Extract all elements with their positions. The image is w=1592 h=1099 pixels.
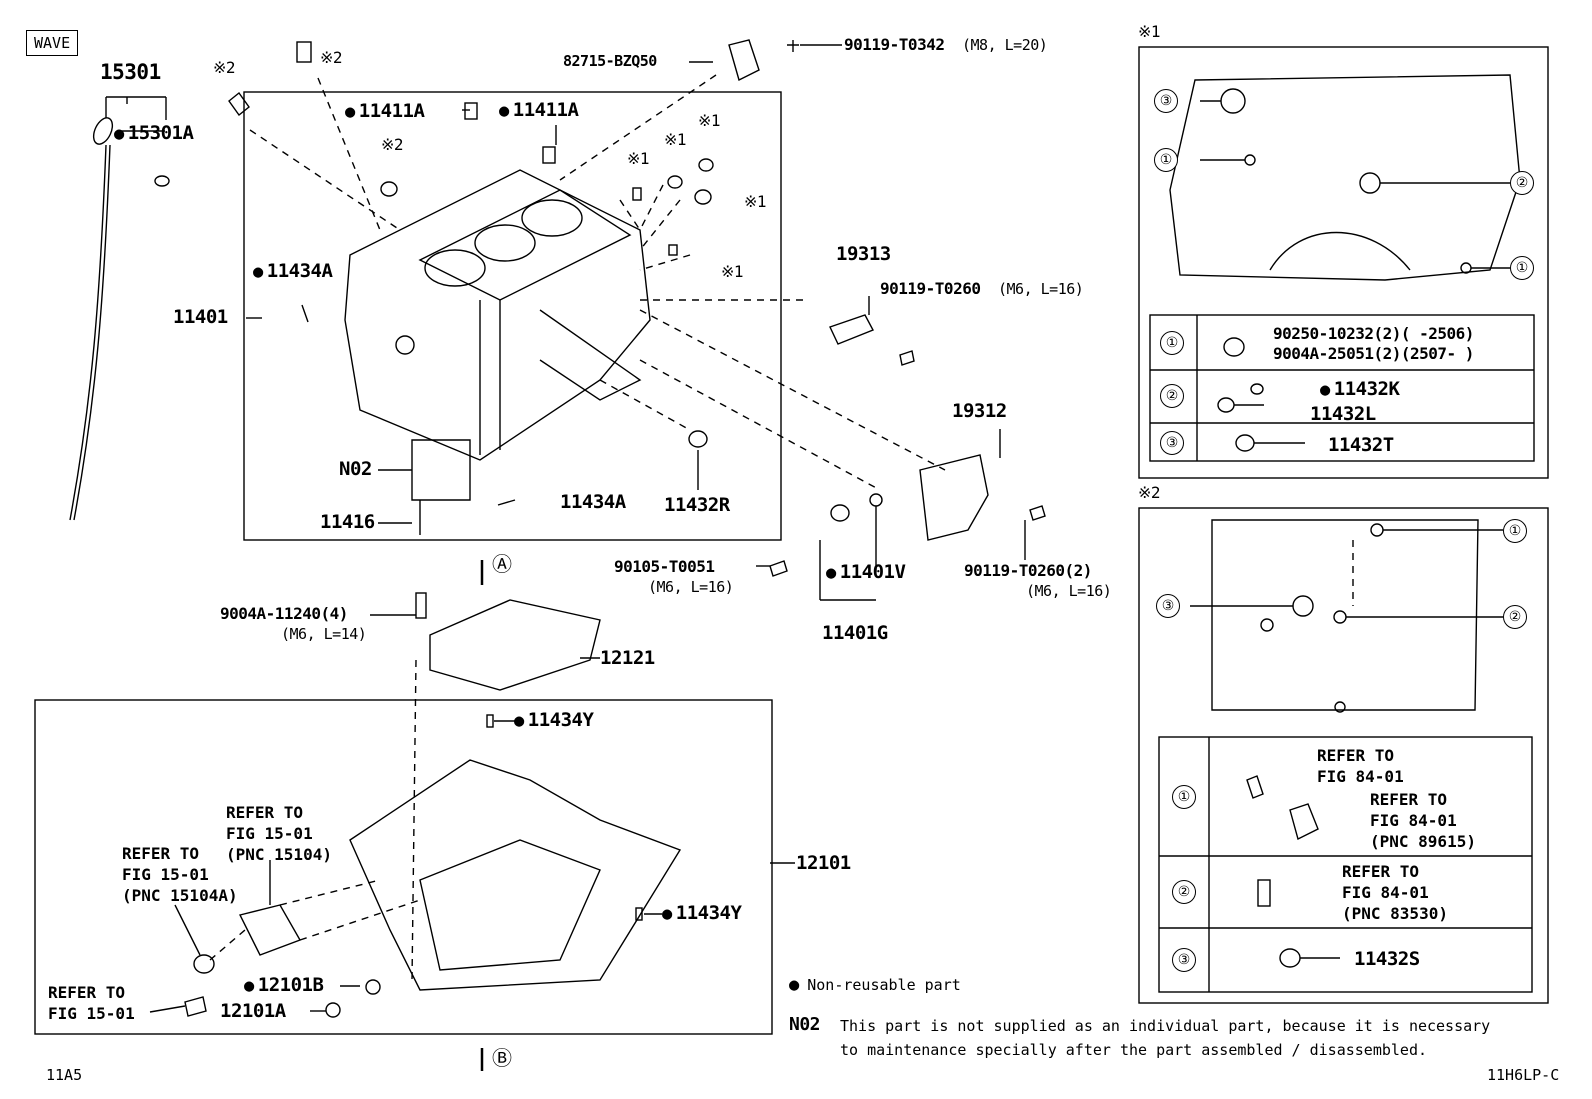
oil-pan-frame xyxy=(34,699,773,1035)
part-spec-90119-T0260-2: (M6, L=16) xyxy=(1026,582,1112,600)
panel1-mark: ※1 xyxy=(1138,22,1161,41)
part-label-12101: 12101 xyxy=(796,852,851,874)
panel1-row3-part: 11432T xyxy=(1328,434,1394,456)
legend-n02-line1: This part is not supplied as an individu… xyxy=(840,1017,1491,1035)
callout-1: ① xyxy=(1510,256,1534,280)
panel1-frame xyxy=(1138,46,1549,479)
panel2-row1-refer-a: REFER TO FIG 84-01 xyxy=(1317,746,1404,786)
callout-2: ② xyxy=(1503,605,1527,629)
mark1-label: ※1 xyxy=(744,192,767,211)
panel1-row2-part-a: 11432K xyxy=(1320,380,1400,399)
part-label-90119-T0260: 90119-T0260 xyxy=(880,279,981,298)
part-label-11434A: 11434A xyxy=(560,491,626,513)
view-mark-b: Ⓑ xyxy=(492,1046,512,1070)
refer-note-15-01: REFER TO FIG 15-01 xyxy=(48,983,135,1023)
part-label-12101A: 12101A xyxy=(220,1000,286,1022)
panel2-mark: ※2 xyxy=(1138,483,1161,502)
part-label-15301: 15301 xyxy=(100,60,161,84)
panel1-part-icons xyxy=(1217,337,1264,452)
table-row-3-number: ③ xyxy=(1172,948,1196,972)
legend-nonreusable-text: Non-reusable part xyxy=(807,976,961,994)
part-label-11401G: 11401G xyxy=(822,622,888,644)
callout-3: ③ xyxy=(1154,89,1178,113)
mark1-label: ※1 xyxy=(721,262,744,281)
table-row-3-number: ③ xyxy=(1160,431,1184,455)
part-label-11401V: 11401V xyxy=(826,563,906,582)
callout-2: ② xyxy=(1510,171,1534,195)
panel2-row2-refer: REFER TO FIG 84-01 (PNC 83530) xyxy=(1342,862,1448,923)
part-label-82715: 82715-BZQ50 xyxy=(563,52,657,70)
part-label-11434Y: 11434Y xyxy=(662,904,742,923)
panel1-table xyxy=(1149,314,1535,462)
table-row-2-number: ② xyxy=(1172,880,1196,904)
part-spec-90105-T0051: (M6, L=16) xyxy=(648,578,734,596)
table-row-1-number: ① xyxy=(1172,785,1196,809)
part-label-90119-T0342: 90119-T0342 xyxy=(844,35,945,54)
part-label-11411A: 11411A xyxy=(345,102,425,121)
panel1-row2-part-b: 11432L xyxy=(1310,403,1376,425)
engine-type-tag: WAVE xyxy=(26,30,79,56)
panel1-row1-part-b: 9004A-25051(2)(2507- ) xyxy=(1273,344,1474,363)
assembly-dash-lines xyxy=(209,74,1354,981)
part-label-11416: 11416 xyxy=(320,511,375,533)
part-label-11411A: 11411A xyxy=(499,101,579,120)
dipstick-drawing xyxy=(69,96,170,521)
callout-3: ③ xyxy=(1156,594,1180,618)
view-mark-a: Ⓐ xyxy=(492,552,512,576)
part-label-19312: 19312 xyxy=(952,400,1007,422)
panel2-row3-part: 11432S xyxy=(1354,948,1420,970)
cylinder-block-drawing xyxy=(344,169,651,535)
table-row-1-number: ① xyxy=(1160,331,1184,355)
block-small-parts xyxy=(301,102,714,506)
mark2-label: ※2 xyxy=(213,58,236,77)
mark1-label: ※1 xyxy=(698,111,721,130)
part-spec-9004A-11240: (M6, L=14) xyxy=(281,625,367,643)
filled-dot-icon: ● xyxy=(789,975,800,995)
footer-left-code: 11A5 xyxy=(46,1066,83,1084)
part-label-15301A: 15301A xyxy=(114,124,194,143)
part-label-N02: N02 xyxy=(339,458,372,480)
refer-note-15104A: REFER TO FIG 15-01 (PNC 15104A) xyxy=(122,844,238,905)
panel1-drawing xyxy=(1169,74,1521,281)
table-row-2-number: ② xyxy=(1160,384,1184,408)
part-label-90119-T0260-2: 90119-T0260(2) xyxy=(964,561,1092,580)
part-spec-90119-T0342: (M8, L=20) xyxy=(962,36,1048,54)
bracket-drawings xyxy=(769,314,1046,577)
part-label-11434Y: 11434Y xyxy=(514,711,594,730)
mark1-label: ※1 xyxy=(627,149,650,168)
part-label-19313: 19313 xyxy=(836,243,891,265)
callout-1: ① xyxy=(1154,148,1178,172)
panel2-frame xyxy=(1138,507,1549,1004)
panel1-row1-part-a: 90250-10232(2)( -2506) xyxy=(1273,324,1474,343)
mark2-label: ※2 xyxy=(381,135,404,154)
part-spec-90119-T0260: (M6, L=16) xyxy=(998,280,1084,298)
part-label-12101B: 12101B xyxy=(244,976,324,995)
mark1-label: ※1 xyxy=(664,130,687,149)
footer-figure-code: 11H6LP-C xyxy=(1487,1066,1560,1084)
legend-n02-code: N02 xyxy=(789,1014,821,1035)
refer-note-15104: REFER TO FIG 15-01 (PNC 15104) xyxy=(226,803,332,864)
part-label-9004A-11240: 9004A-11240(4) xyxy=(220,604,348,623)
part-label-11401: 11401 xyxy=(173,306,228,328)
legend-n02-line2: to maintenance specially after the part … xyxy=(840,1041,1427,1059)
panel2-part-icons xyxy=(1246,775,1319,968)
cylinder-block-frame xyxy=(243,91,782,541)
part-label-12121: 12121 xyxy=(600,647,655,669)
part-label-90105-T0051: 90105-T0051 xyxy=(614,557,715,576)
mark2-label: ※2 xyxy=(320,48,343,67)
callout-1: ① xyxy=(1503,519,1527,543)
top-small-parts xyxy=(228,39,799,117)
legend-nonreusable: ● Non-reusable part xyxy=(789,977,961,994)
panel2-table xyxy=(1158,736,1533,993)
panel2-drawing xyxy=(1211,519,1479,713)
part-label-11434A: 11434A xyxy=(253,262,333,281)
part-label-11432R: 11432R xyxy=(664,494,730,516)
panel2-row1-refer-b: REFER TO FIG 84-01 (PNC 89615) xyxy=(1370,790,1476,851)
